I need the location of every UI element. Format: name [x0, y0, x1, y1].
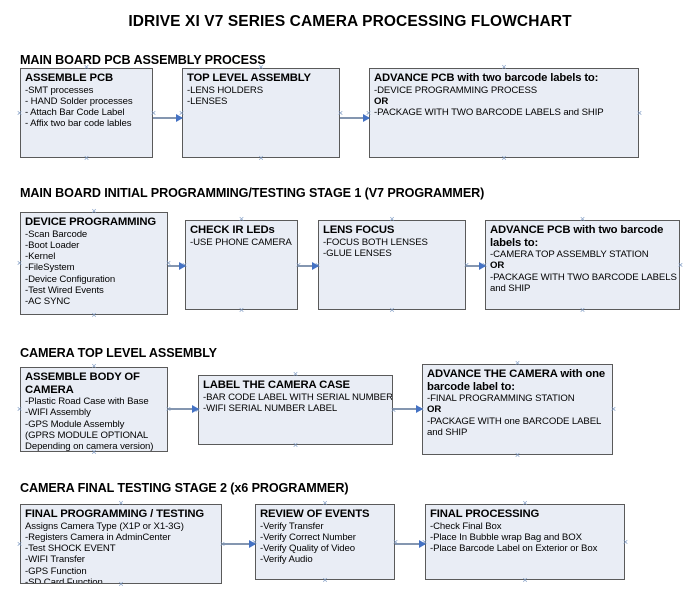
- process-box-assemble-pcb[interactable]: ASSEMBLE PCB-SMT processes- HAND Solder …: [20, 68, 153, 158]
- connector-arrow-7[interactable]: [393, 404, 423, 413]
- process-box-header: LABEL THE CAMERA CASE: [203, 379, 350, 391]
- process-box-header: REVIEW OF EVENTS: [260, 508, 370, 520]
- page-title: IDRIVE XI V7 SERIES CAMERA PROCESSING FL…: [128, 13, 572, 30]
- process-box-line: -BAR CODE LABEL WITH SERIAL NUMBER: [203, 391, 393, 403]
- process-box-line: -Test SHOCK EVENT: [25, 543, 116, 555]
- process-box-line: Assigns Camera Type (X1P or X1-3G): [25, 520, 184, 532]
- process-box-line: - HAND Solder processes: [25, 95, 133, 107]
- process-box-assemble-body-of-camera[interactable]: ASSEMBLE BODY OF CAMERA-Plastic Road Cas…: [20, 367, 168, 452]
- process-box-line: -Registers Camera in AdminCenter: [25, 531, 171, 543]
- process-box-line: OR: [374, 95, 389, 107]
- connector-arrow-3[interactable]: [168, 261, 186, 270]
- process-box-header: FINAL PROCESSING: [430, 508, 540, 520]
- process-box-line: -Place In Bubble wrap Bag and BOX: [430, 531, 582, 543]
- process-box-line: -DEVICE PROGRAMMING PROCESS: [374, 84, 538, 96]
- process-box-header: CHECK IR LEDs: [190, 224, 275, 236]
- process-box-line: -Check Final Box: [430, 520, 502, 532]
- process-box-line: OR: [427, 404, 442, 416]
- process-box-line: -WIFI SERIAL NUMBER LABEL: [203, 402, 338, 414]
- process-box-line: -SMT processes: [25, 84, 94, 96]
- process-box-line: OR: [490, 260, 505, 272]
- connector-arrow-6[interactable]: [168, 404, 199, 413]
- process-box-top-level-assembly[interactable]: TOP LEVEL ASSEMBLY-LENS HOLDERS-LENSES: [182, 68, 340, 158]
- process-box-header: ASSEMBLE BODY OF CAMERA: [25, 371, 140, 396]
- process-box-line: -PACKAGE WITH one BARCODE LABEL: [427, 415, 602, 427]
- process-box-line: (GPRS MODULE OPTIONAL: [25, 430, 149, 442]
- connector-arrow-8[interactable]: [222, 539, 256, 548]
- process-box-line: -FileSystem: [25, 262, 75, 274]
- process-box-header: ASSEMBLE PCB: [25, 72, 113, 84]
- process-box-line: -CAMERA TOP ASSEMBLY STATION: [490, 249, 649, 261]
- process-box-line: -FOCUS BOTH LENSES: [323, 236, 428, 248]
- process-box-line: Depending on camera version): [25, 441, 154, 452]
- process-box-line: -GPS Module Assembly: [25, 418, 125, 430]
- process-box-final-processing[interactable]: FINAL PROCESSING -Check Final Box-Place …: [425, 504, 625, 580]
- process-box-header: LENS FOCUS: [323, 224, 395, 236]
- process-box-line: -Boot Loader: [25, 239, 80, 251]
- process-box-line: -Verify Quality of Video: [260, 543, 356, 555]
- process-box-line: -Verify Audio: [260, 554, 313, 566]
- connector-arrow-1[interactable]: [153, 113, 183, 122]
- process-box-header: DEVICE PROGRAMMING: [25, 216, 156, 228]
- connector-arrow-5[interactable]: [466, 261, 486, 270]
- connector-arrow-2[interactable]: [340, 113, 370, 122]
- process-box-line: -FINAL PROGRAMMING STATION: [427, 393, 575, 405]
- process-box-header: FINAL PROGRAMMING / TESTING: [25, 508, 205, 520]
- section-heading-camera-top-level-assembly: CAMERA TOP LEVEL ASSEMBLY: [20, 346, 217, 360]
- process-box-line: -WIFI Transfer: [25, 554, 85, 566]
- process-box-label-the-camera-case[interactable]: LABEL THE CAMERA CASE-BAR CODE LABEL WIT…: [198, 375, 393, 445]
- process-box-line: -GLUE LENSES: [323, 247, 392, 259]
- process-box-line: -SD Card Function: [25, 577, 103, 584]
- section-heading-camera-final-testing-stage-2: CAMERA FINAL TESTING STAGE 2 (x6 PROGRAM…: [20, 481, 349, 495]
- process-box-check-ir-leds[interactable]: CHECK IR LEDs-USE PHONE CAMERA: [185, 220, 298, 310]
- process-box-line: - Affix two bar code lables: [25, 118, 132, 130]
- process-box-line: -Verify Transfer: [260, 520, 324, 532]
- section-heading-main-board-pcb-assembly-process: MAIN BOARD PCB ASSEMBLY PROCESS: [20, 53, 266, 67]
- process-box-line: -Device Configuration: [25, 273, 116, 285]
- process-box-line: -LENSES: [187, 95, 228, 107]
- connector-arrow-9[interactable]: [395, 539, 426, 548]
- process-box-line: -GPS Function: [25, 565, 87, 577]
- process-box-line: -Verify Correct Number: [260, 531, 356, 543]
- process-box-device-programming[interactable]: DEVICE PROGRAMMING-Scan Barcode-Boot Loa…: [20, 212, 168, 315]
- process-box-header: ADVANCE PCB with two barcode labels to:: [490, 224, 664, 249]
- process-box-line: and SHIP: [490, 283, 531, 295]
- process-box-line: -Place Barcode Label on Exterior or Box: [430, 543, 598, 555]
- process-box-line: -Plastic Road Case with Base: [25, 396, 149, 408]
- connector-arrow-4[interactable]: [298, 261, 319, 270]
- process-box-review-of-events[interactable]: REVIEW OF EVENTS-Verify Transfer-Verify …: [255, 504, 395, 580]
- process-box-line: - Attach Bar Code Label: [25, 107, 125, 119]
- process-box-header: ADVANCE THE CAMERA with one barcode labe…: [427, 368, 605, 393]
- process-box-line: -USE PHONE CAMERA: [190, 236, 292, 248]
- process-box-lens-focus[interactable]: LENS FOCUS-FOCUS BOTH LENSES-GLUE LENSES: [318, 220, 466, 310]
- process-box-header: ADVANCE PCB with two barcode labels to:: [374, 72, 599, 84]
- process-box-line: -PACKAGE WITH TWO BARCODE LABELS: [490, 271, 677, 283]
- section-heading-main-board-initial-programming-testing-stage-1: MAIN BOARD INITIAL PROGRAMMING/TESTING S…: [20, 186, 485, 200]
- process-box-line: -Test Wired Events: [25, 285, 104, 297]
- process-box-line: -Scan Barcode: [25, 228, 88, 240]
- process-box-advance-the-camera-one-barcode-label[interactable]: ADVANCE THE CAMERA with one barcode labe…: [422, 364, 613, 455]
- process-box-line: -PACKAGE WITH TWO BARCODE LABELS and SHI…: [374, 107, 604, 119]
- process-box-line: -LENS HOLDERS: [187, 84, 264, 96]
- process-box-advance-pcb-two-barcode-labels-stage1[interactable]: ADVANCE PCB with two barcode labels to:-…: [485, 220, 680, 310]
- process-box-line: -WIFI Assembly: [25, 407, 91, 419]
- process-box-header: TOP LEVEL ASSEMBLY: [187, 72, 311, 84]
- process-box-line: -Kernel: [25, 251, 56, 263]
- process-box-advance-pcb-two-barcode-labels[interactable]: ADVANCE PCB with two barcode labels to:-…: [369, 68, 639, 158]
- process-box-line: and SHIP: [427, 427, 468, 439]
- process-box-line: -AC SYNC: [25, 296, 71, 308]
